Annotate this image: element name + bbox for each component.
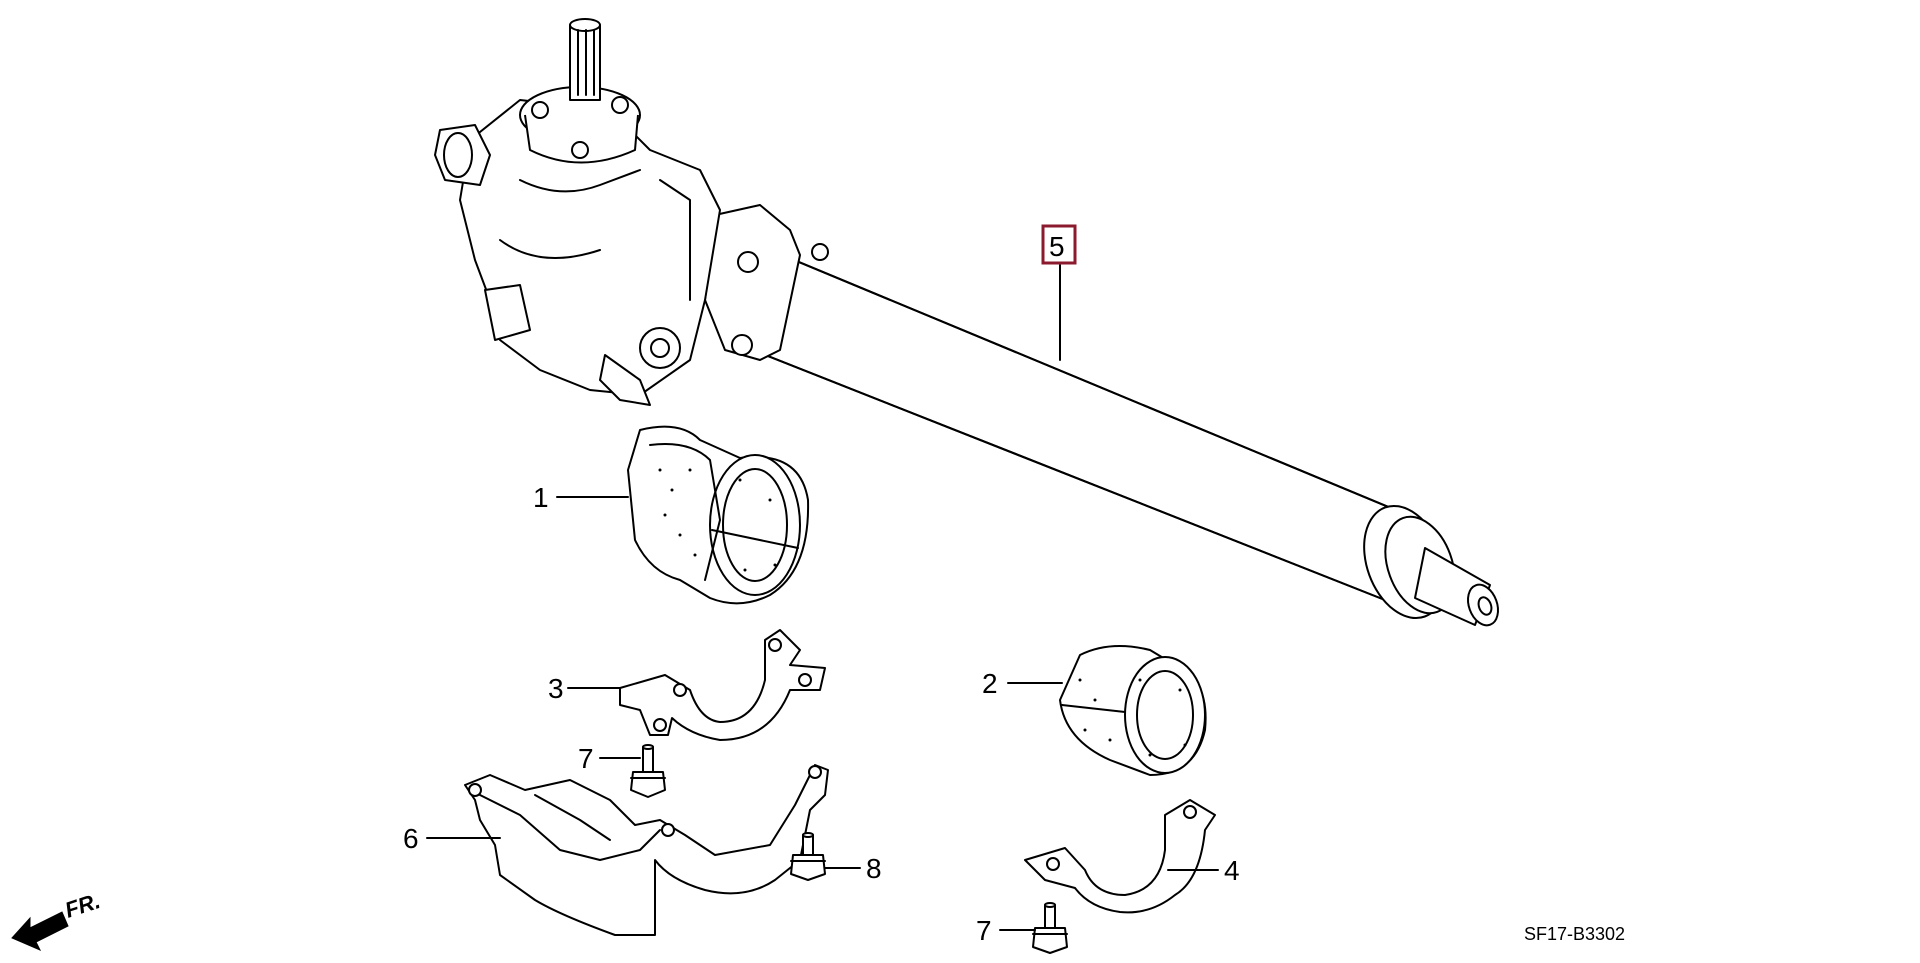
part-8-bolt[interactable]	[790, 832, 826, 881]
callout-7-lower[interactable]: 7	[976, 915, 992, 946]
leader-lines	[426, 264, 1219, 931]
part-7-bolt-upper[interactable]	[630, 744, 666, 798]
front-label: FR.	[62, 888, 103, 923]
part-5-steering-gearbox[interactable]	[434, 18, 1503, 630]
callout-6[interactable]: 6	[403, 823, 419, 854]
part-7-bolt-lower[interactable]	[1032, 902, 1068, 954]
callout-7-upper[interactable]: 7	[578, 743, 594, 774]
part-1-bushing[interactable]	[627, 425, 810, 605]
front-direction-indicator: FR.	[11, 888, 103, 951]
callout-4[interactable]: 4	[1224, 855, 1240, 886]
part-4-bracket[interactable]	[1024, 799, 1216, 914]
callout-5[interactable]: 5	[1049, 231, 1065, 262]
diagram-code: SF17-B3302	[1524, 924, 1625, 944]
part-3-bracket[interactable]	[619, 629, 826, 741]
callout-3[interactable]: 3	[548, 673, 564, 704]
callout-5-highlighted[interactable]: 5	[1041, 224, 1077, 265]
part-2-bushing[interactable]	[1059, 645, 1207, 776]
callout-1[interactable]: 1	[533, 482, 549, 513]
part-6-cover[interactable]	[464, 764, 829, 936]
front-arrow-icon	[11, 911, 69, 951]
callout-8[interactable]: 8	[866, 853, 882, 884]
callout-5-frame	[1041, 224, 1077, 265]
callout-2[interactable]: 2	[982, 668, 998, 699]
